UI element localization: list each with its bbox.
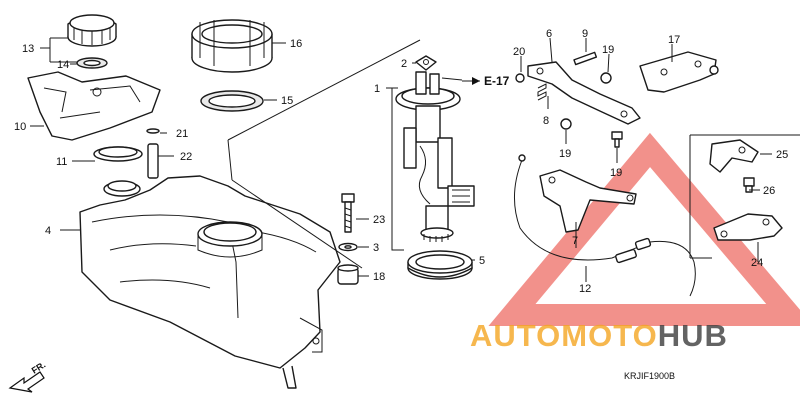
callout-12: 12: [579, 283, 591, 295]
hose-clip: [415, 55, 437, 71]
callout-15: 15: [281, 95, 293, 107]
callout-26: 26: [763, 185, 775, 197]
watermark-part-1: AUTO: [470, 318, 561, 353]
callout-labels: 13 14 10 11 21 22 4 16 15 23 3 18 1 2 5 …: [14, 28, 788, 295]
front-label: FR.: [30, 360, 48, 376]
tank-cover: [27, 71, 161, 141]
callout-21: 21: [176, 128, 188, 140]
callout-19-center: 19: [610, 167, 622, 179]
lock-ring: [191, 19, 273, 73]
bracket-17: [639, 51, 719, 93]
pump-gasket: [407, 250, 473, 280]
watermark-wordmark: AUTOMOTOHUB: [470, 318, 728, 353]
callout-9: 9: [582, 28, 588, 40]
callout-19-left: 19: [559, 148, 571, 160]
pump-seal: [200, 90, 264, 112]
callout-14: 14: [57, 59, 69, 71]
callout-18: 18: [373, 271, 385, 283]
spring-8: [537, 83, 547, 101]
callout-4: 4: [45, 225, 51, 237]
fuel-cap: [67, 14, 117, 69]
nut-19b: [560, 118, 572, 130]
callout-5: 5: [479, 255, 485, 267]
vent-hose: [146, 128, 160, 179]
grommet: [337, 264, 359, 285]
callout-25: 25: [776, 149, 788, 161]
callout-11: 11: [56, 156, 67, 168]
bracket-7: [539, 169, 637, 233]
callout-3: 3: [373, 242, 379, 254]
leader-lines: [30, 37, 772, 282]
fuel-tank: [79, 175, 341, 389]
assembly-frame-lines: [227, 39, 421, 269]
nut-19a: [600, 72, 612, 84]
bracket-stay: [527, 61, 641, 125]
callout-8: 8: [543, 115, 549, 127]
washer: [338, 242, 358, 252]
callout-23: 23: [373, 214, 385, 226]
callout-2: 2: [401, 58, 407, 70]
callout-13: 13: [22, 43, 34, 55]
cable: [513, 154, 696, 297]
bolt-19c: [611, 131, 623, 148]
filler-ring: [93, 146, 143, 162]
fuel-pump-assembly: [395, 71, 475, 242]
callout-16: 16: [290, 38, 302, 50]
bolt: [341, 193, 355, 233]
front-direction-arrow: FR.: [8, 360, 48, 393]
reference-arrow: E-17: [472, 74, 510, 88]
callout-17: 17: [668, 34, 680, 46]
callout-19-top: 19: [602, 44, 614, 56]
reference-label: E-17: [484, 74, 510, 88]
bolt-9: [573, 51, 598, 66]
stay-bracket-box: [689, 134, 800, 259]
callout-22: 22: [180, 151, 192, 163]
watermark-part-3: HUB: [658, 318, 728, 353]
callout-1: 1: [374, 83, 380, 95]
callout-24: 24: [751, 257, 763, 269]
watermark-part-2: MOTO: [561, 318, 657, 353]
diagram-code: KRJIF1900B: [624, 371, 675, 381]
callout-20: 20: [513, 46, 525, 58]
callout-7: 7: [572, 235, 578, 247]
nut-20: [515, 73, 525, 83]
callout-6: 6: [546, 28, 552, 40]
svg-text:AUTOMOTOHUB: AUTOMOTOHUB: [470, 318, 728, 353]
callout-10: 10: [14, 121, 26, 133]
